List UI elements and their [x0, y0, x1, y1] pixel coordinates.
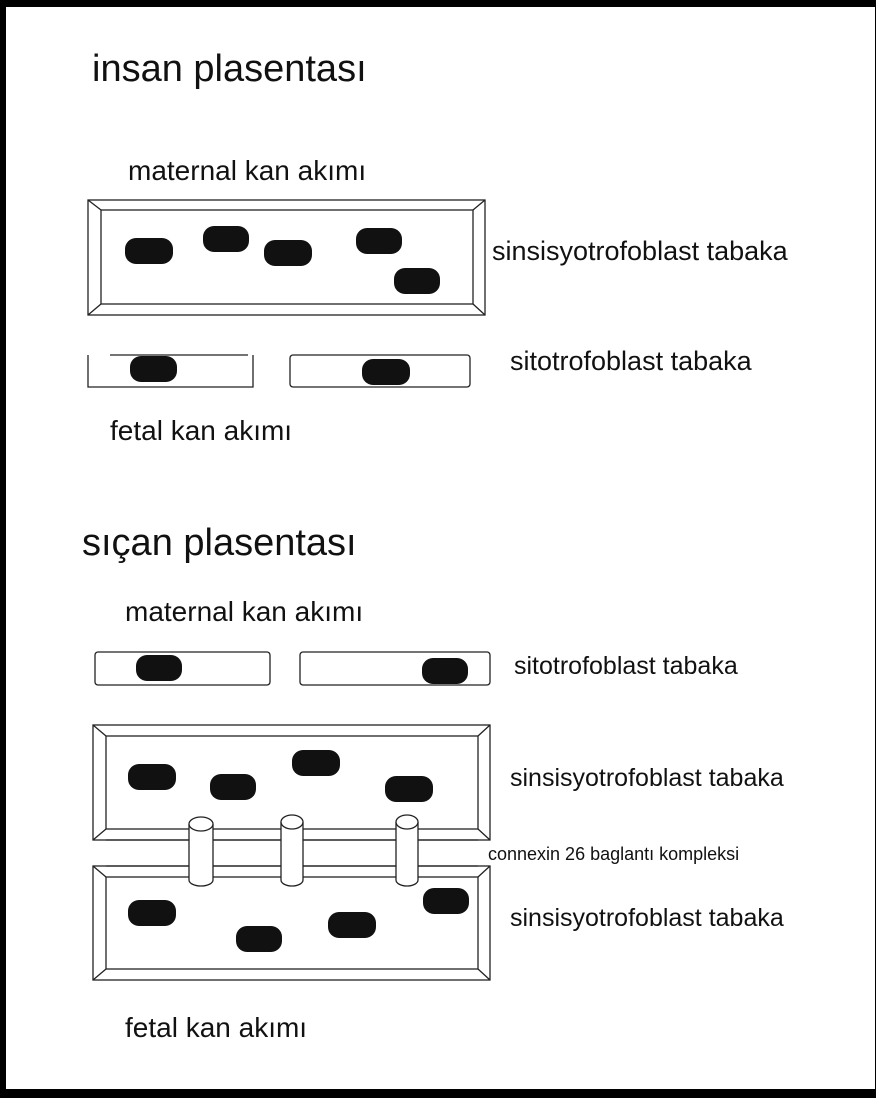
rat-syncytio-label-1: sinsisyotrofoblast tabaka [510, 764, 784, 792]
rat-fetal-label: fetal kan akımı [125, 1012, 308, 1043]
connexin-channel-3 [395, 814, 419, 887]
rat-cyto-cell-1 [94, 651, 271, 686]
human-cyto-cell-1 [87, 354, 254, 388]
nucleus [128, 900, 176, 926]
nucleus [422, 658, 468, 684]
nucleus [236, 926, 282, 952]
nucleus [130, 356, 177, 382]
human-fetal-label: fetal kan akımı [110, 415, 293, 446]
nucleus [362, 359, 410, 385]
nucleus [328, 912, 376, 938]
connexin-channel-1 [188, 816, 214, 887]
nucleus [292, 750, 340, 776]
human-syncytio-layer [87, 199, 486, 316]
nucleus [385, 776, 433, 802]
nucleus [128, 764, 176, 790]
nucleus [136, 655, 182, 681]
nucleus [356, 228, 402, 254]
rat-cyto-cell-2 [299, 651, 491, 686]
rat-placenta-title: sıçan plasentası [82, 522, 357, 564]
human-cyto-cell-2 [289, 354, 471, 388]
human-syncytio-label: sinsisyotrofoblast tabaka [492, 236, 788, 266]
rat-syncytio-label-2: sinsisyotrofoblast tabaka [510, 904, 784, 932]
human-maternal-label: maternal kan akımı [128, 155, 367, 186]
human-placenta-title: insan plasentası [92, 48, 367, 90]
nucleus [210, 774, 256, 800]
connexin-label: connexin 26 baglantı kompleksi [488, 844, 740, 864]
rat-maternal-label: maternal kan akımı [125, 596, 364, 627]
nucleus [203, 226, 249, 252]
nucleus [125, 238, 173, 264]
connexin-channel-2 [280, 814, 304, 887]
nucleus [394, 268, 440, 294]
nucleus [264, 240, 312, 266]
nucleus [423, 888, 469, 914]
human-cyto-label: sitotrofoblast tabaka [510, 346, 752, 376]
rat-cyto-label: sitotrofoblast tabaka [514, 652, 738, 680]
